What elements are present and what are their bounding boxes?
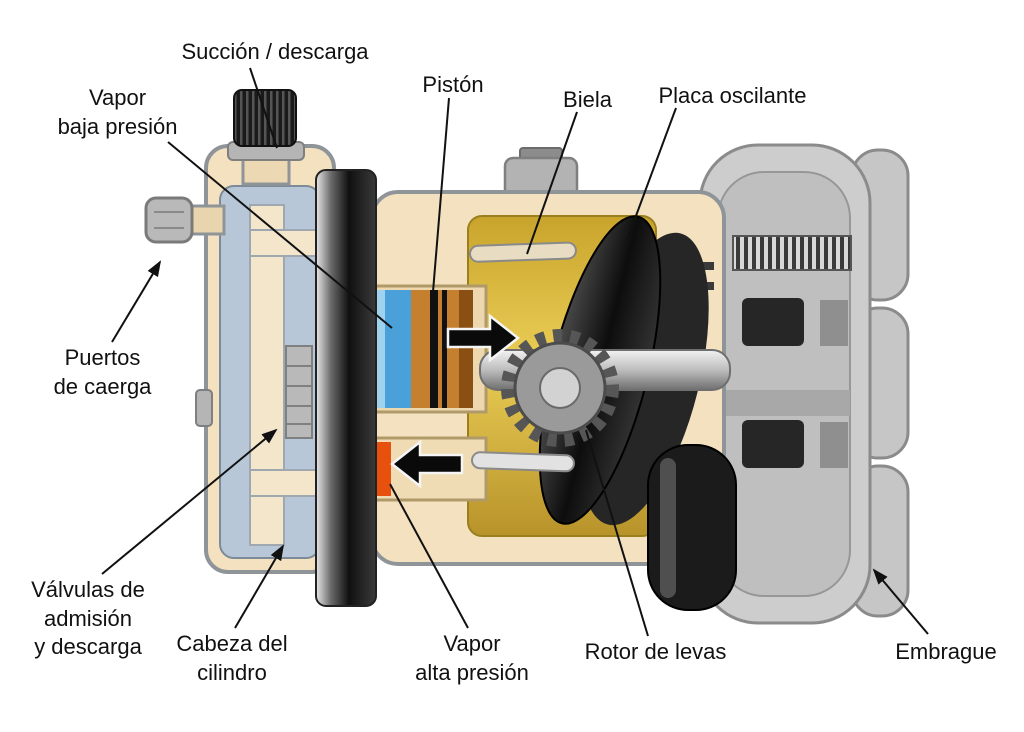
label-piston: Pistón bbox=[422, 72, 484, 97]
mounting-lug bbox=[503, 147, 579, 200]
discharge-flow-arrow bbox=[389, 439, 464, 489]
label-swash-plate: Placa oscilante bbox=[658, 83, 807, 108]
leader-lines bbox=[101, 67, 929, 637]
leader-swash-plate bbox=[626, 107, 677, 241]
label-clutch: Embrague bbox=[895, 639, 997, 664]
label-cylinder-head: Cabeza del cilindro bbox=[176, 631, 288, 685]
side-fitting bbox=[195, 389, 213, 427]
clutch-pulley bbox=[698, 143, 910, 625]
cam-rotor bbox=[501, 329, 619, 447]
label-cam-rotor: Rotor de levas bbox=[584, 639, 727, 664]
high-pressure-vapor-zone bbox=[377, 442, 391, 496]
cylinder-bores bbox=[372, 284, 488, 502]
charge-port bbox=[144, 196, 226, 244]
connecting-rod bbox=[468, 241, 577, 263]
valve-plate bbox=[315, 169, 377, 607]
clutch-hub bbox=[647, 444, 737, 611]
leader-clutch bbox=[872, 568, 929, 635]
label-low-pressure-vapor: Vapor baja presión bbox=[57, 85, 178, 139]
label-high-pressure-vapor: Vapor alta presión bbox=[415, 631, 529, 685]
clutch-coil bbox=[732, 235, 852, 271]
leader-connecting-rod bbox=[526, 111, 578, 255]
label-suction-discharge: Succión / descarga bbox=[181, 39, 369, 64]
label-valves: Válvulas de admisión y descarga bbox=[31, 577, 145, 660]
leader-high-pressure bbox=[389, 483, 469, 629]
leader-valves bbox=[101, 428, 278, 575]
leader-cam-rotor bbox=[585, 429, 649, 637]
leader-cylinder-head bbox=[234, 544, 285, 629]
leader-charge-ports bbox=[111, 260, 162, 343]
suction-discharge-port bbox=[227, 89, 305, 186]
suction-flow-arrow bbox=[446, 313, 521, 363]
label-charge-ports: Puertos de caerga bbox=[53, 345, 152, 399]
leader-low-pressure bbox=[167, 141, 393, 329]
valve-block bbox=[285, 345, 313, 439]
label-connecting-rod: Biela bbox=[563, 87, 612, 112]
leader-suction-discharge bbox=[249, 67, 278, 149]
leader-piston bbox=[430, 97, 450, 317]
connecting-rods bbox=[468, 241, 577, 473]
piston-ring bbox=[430, 290, 438, 408]
